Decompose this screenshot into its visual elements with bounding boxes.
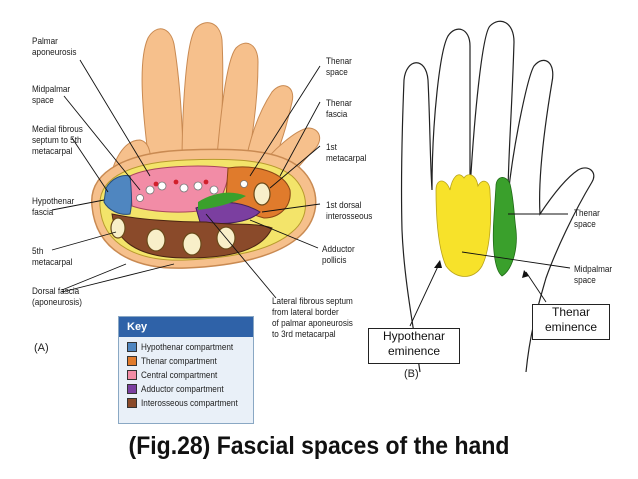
label-medial-fibrous-septum: Medial fibrous septum to 5th metacarpal xyxy=(32,124,83,157)
legend-item: Interosseous compartment xyxy=(119,396,253,410)
panel-label-b: (B) xyxy=(404,368,419,380)
label-midpalmar-space-b: Midpalmar space xyxy=(574,264,613,286)
legend-key: Key Hypothenar compartment Thenar compar… xyxy=(118,316,254,424)
label-thenar-space-a: Thenar space xyxy=(326,56,352,78)
legend-swatch xyxy=(127,342,137,352)
label-thenar-fascia: Thenar fascia xyxy=(326,98,352,120)
figure-a-leader-lines xyxy=(51,59,321,299)
thenar-eminence-box: Thenar eminence xyxy=(532,304,610,340)
metacarpal-1st xyxy=(253,182,271,206)
metacarpal-3rd xyxy=(182,232,202,256)
legend-item-label: Central compartment xyxy=(141,369,218,381)
label-5th-metacarpal: 5th metacarpal xyxy=(32,246,73,268)
label-hypothenar-fascia: Hypothenar fascia xyxy=(32,196,75,218)
legend-swatch xyxy=(127,370,137,380)
hypothenar-eminence-box: Hypothenar eminence xyxy=(368,328,460,364)
figure-caption: (Fig.28) Fascial spaces of the hand xyxy=(128,432,510,460)
label-1st-dorsal-interosseous: 1st dorsal interosseous xyxy=(326,200,373,222)
legend-item-label: Hypothenar compartment xyxy=(141,341,234,353)
label-adductor-pollicis: Adductor pollicis xyxy=(322,244,355,266)
metacarpal-bones xyxy=(110,182,271,256)
legend-item: Adductor compartment xyxy=(119,382,253,396)
panel-label-a: (A) xyxy=(34,342,49,354)
hypothenar-compartment xyxy=(103,175,132,215)
legend-swatch xyxy=(127,356,137,366)
metacarpal-5th xyxy=(110,217,126,239)
legend-item-label: Adductor compartment xyxy=(141,383,224,395)
metacarpal-4th xyxy=(146,228,166,252)
legend-title: Key xyxy=(119,317,253,337)
thenar-green-band xyxy=(198,192,246,210)
label-midpalmar-space-a: Midpalmar space xyxy=(32,84,71,106)
label-1st-metacarpal: 1st metacarpal xyxy=(326,142,367,164)
legend-item-label: Interosseous compartment xyxy=(141,397,238,409)
legend-item: Central compartment xyxy=(119,368,253,382)
legend-item-label: Thenar compartment xyxy=(141,355,217,367)
legend-swatch xyxy=(127,398,137,408)
red-vessels xyxy=(153,179,209,187)
label-palmar-aponeurosis: Palmar aponeurosis xyxy=(32,36,77,58)
legend-item: Thenar compartment xyxy=(119,354,253,368)
label-lateral-fibrous-septum: Lateral fibrous septum from lateral bord… xyxy=(272,296,353,340)
label-thenar-space-b: Thenar space xyxy=(574,208,600,230)
legend-swatch xyxy=(127,384,137,394)
label-dorsal-fascia: Dorsal fascia (aponeurosis) xyxy=(32,286,82,308)
legend-item: Hypothenar compartment xyxy=(119,340,253,354)
tendons xyxy=(136,180,248,202)
